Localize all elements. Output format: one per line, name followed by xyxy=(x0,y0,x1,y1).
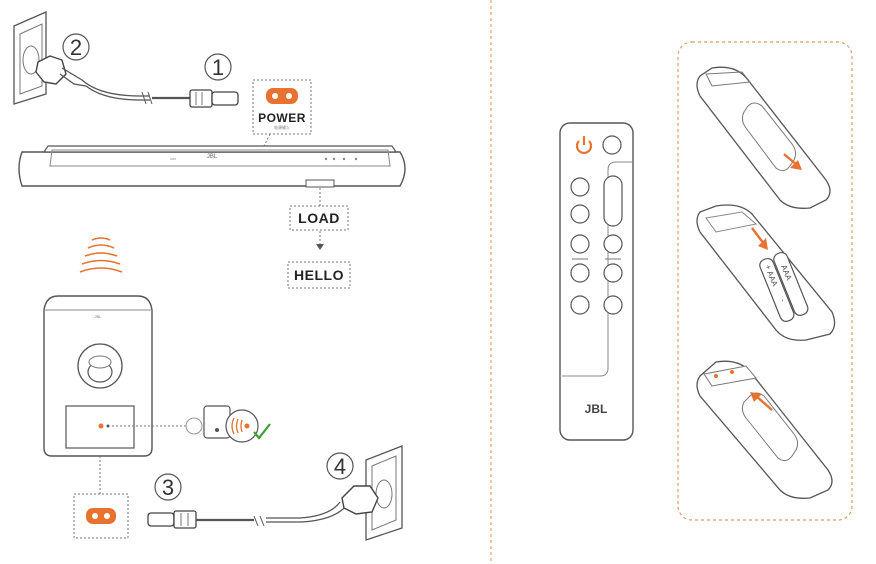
power-icon xyxy=(575,140,593,154)
subwoofer: JBL xyxy=(43,295,153,457)
display-load: LOAD xyxy=(289,205,349,231)
subwoofer-power-port-callout xyxy=(73,493,129,539)
remote-button-8 xyxy=(603,295,623,315)
wall-plug-bottom xyxy=(341,485,379,515)
remote-control: JBL xyxy=(559,122,634,441)
remote-battery-compartment: AAA AAA + - xyxy=(696,204,836,341)
remote-button-6 xyxy=(603,234,623,254)
step-1-badge: 1 xyxy=(204,53,232,81)
power-cable-bottom xyxy=(266,501,341,519)
remote-button-3 xyxy=(570,234,590,254)
battery-steps-frame xyxy=(677,41,853,521)
wireless-signal-icon xyxy=(79,237,123,273)
display-hello-text: HELLO xyxy=(294,267,344,283)
remote-button-7 xyxy=(603,263,623,283)
wall-plug-top xyxy=(35,55,87,87)
power-cable-top xyxy=(81,79,150,97)
remote-button-1 xyxy=(570,177,590,197)
subwoofer-logo: JBL xyxy=(95,314,103,319)
remote-back-cover-closed xyxy=(696,360,833,499)
battery-minus-2: - xyxy=(778,297,787,303)
step-3-badge: 3 xyxy=(154,473,182,501)
step-4-badge: 4 xyxy=(326,452,354,480)
display-load-text: LOAD xyxy=(298,210,340,226)
svg-text:3: 3 xyxy=(162,475,174,500)
wall-outlet-top xyxy=(13,11,47,105)
svg-text:2: 2 xyxy=(70,35,82,60)
power-port-label: POWER xyxy=(258,111,306,125)
svg-text:1: 1 xyxy=(212,55,224,80)
subwoofer-pairing-icon xyxy=(203,405,259,443)
power-port-callout: POWER 电源输入 xyxy=(252,79,312,135)
power-port-sublabel: 电源输入 xyxy=(274,124,290,130)
remote-volume-rocker xyxy=(603,175,623,227)
iec-connector-bottom xyxy=(147,510,197,529)
remote-button-top-right xyxy=(602,135,622,155)
iec-connector-top xyxy=(189,89,239,108)
step-2-badge: 2 xyxy=(62,33,90,61)
check-icon xyxy=(253,423,271,440)
remote-back-cover-open xyxy=(696,66,831,209)
remote-button-4 xyxy=(570,263,590,283)
soundbar-logo: JBL xyxy=(207,154,218,160)
svg-text:4: 4 xyxy=(334,454,346,479)
remote-logo: JBL xyxy=(585,402,608,416)
display-hello: HELLO xyxy=(287,261,351,289)
remote-button-5 xyxy=(570,295,590,315)
soundbar: JBL xyxy=(18,145,406,188)
battery-plus-1: + xyxy=(763,263,773,271)
remote-button-2 xyxy=(570,204,590,224)
